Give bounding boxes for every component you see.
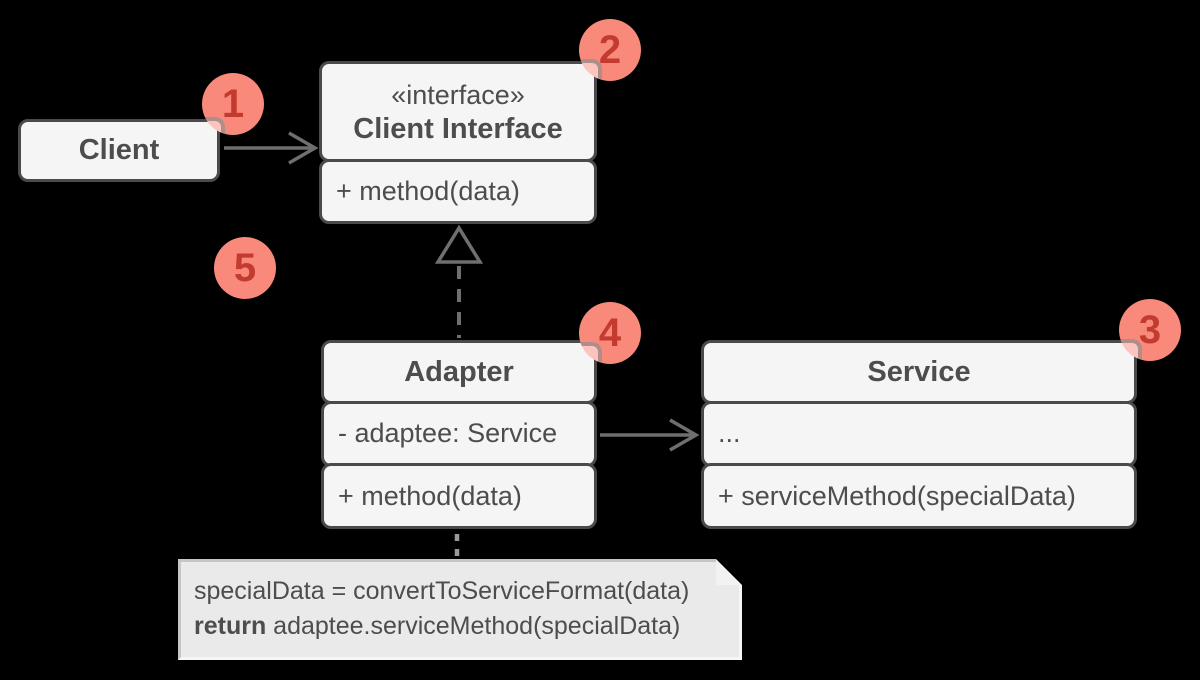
class-adapter-field: - adaptee: Service — [321, 400, 597, 467]
badge-overlap-ghost — [202, 117, 225, 135]
class-adapter-method: + method(data) — [321, 463, 597, 529]
class-adapter-title-compartment: Adapter — [321, 340, 597, 404]
class-box-service: Service ... + serviceMethod(specialData) — [701, 340, 1137, 529]
note-line-2: return adaptee.serviceMethod(specialData… — [194, 609, 739, 644]
open-arrowhead-icon — [288, 131, 319, 165]
interface-stereotype-label: «interface» — [391, 80, 525, 110]
class-adapter-title: Adapter — [404, 355, 514, 388]
class-box-client: Client — [18, 119, 220, 182]
open-arrowhead-icon — [669, 418, 700, 452]
step-badge-2-number: 2 — [598, 27, 622, 72]
hollow-triangle-arrowhead-icon — [434, 224, 484, 264]
class-client-interface-title-compartment: «interface» Client Interface — [319, 61, 597, 162]
step-badge-3-number: 3 — [1138, 307, 1162, 352]
note-line-2-rest: adaptee.serviceMethod(specialData) — [266, 612, 681, 640]
class-client-interface-method: + method(data) — [319, 158, 597, 224]
step-badge-4: 4 — [579, 302, 641, 364]
step-badge-1: 1 — [202, 73, 264, 135]
step-badge-1-number: 1 — [221, 81, 245, 126]
note-line-1: specialData = convertToServiceFormat(dat… — [194, 577, 690, 605]
class-service-ellipsis-field: ... — [701, 400, 1137, 467]
badge-overlap-ghost — [579, 59, 602, 81]
class-client-title-compartment: Client — [18, 119, 220, 182]
class-service-method: + serviceMethod(specialData) — [701, 463, 1137, 529]
class-client-interface-title: Client Interface — [353, 113, 563, 145]
realization-arrow-adapter-to-interface — [434, 224, 484, 338]
note-folded-corner-icon — [716, 559, 742, 585]
association-arrow-client-to-interface — [224, 131, 319, 165]
association-arrow-adapter-to-service — [600, 418, 700, 452]
class-client-title: Client — [78, 134, 160, 166]
step-badge-4-number: 4 — [598, 310, 622, 355]
step-badge-5: 5 — [214, 237, 276, 299]
badge-overlap-ghost — [1119, 339, 1142, 361]
class-box-adapter: Adapter - adaptee: Service + method(data… — [321, 340, 597, 529]
badge-overlap-ghost — [579, 342, 602, 364]
pseudocode-note: specialData = convertToServiceFormat(dat… — [178, 559, 742, 660]
class-service-title: Service — [867, 355, 971, 388]
step-badge-5-number: 5 — [233, 245, 257, 290]
class-service-title-compartment: Service — [701, 340, 1137, 404]
step-badge-3: 3 — [1119, 299, 1181, 361]
class-box-client-interface: «interface» Client Interface + method(da… — [319, 61, 597, 224]
step-badge-2: 2 — [579, 19, 641, 81]
note-return-keyword: return — [194, 612, 267, 640]
